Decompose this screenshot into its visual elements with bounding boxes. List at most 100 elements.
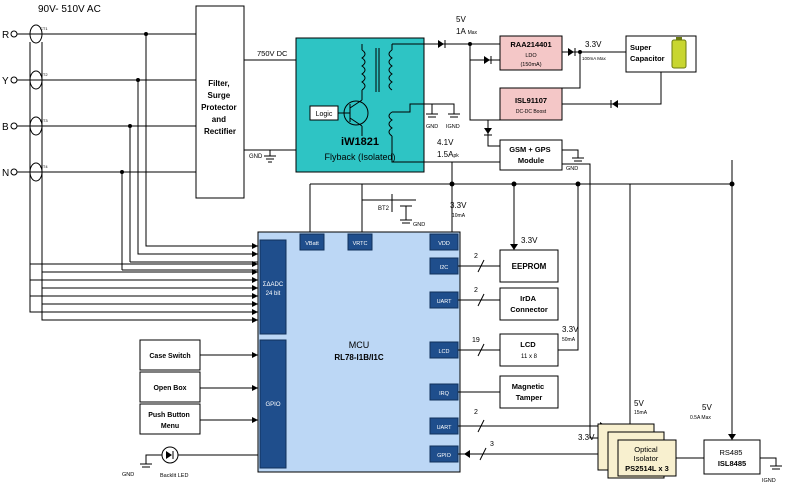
input-voltage-title: 90V- 510V AC: [38, 4, 101, 15]
push-button-box: [139, 403, 201, 435]
terminal-icon: [10, 30, 18, 38]
port-label: I2C: [440, 265, 449, 271]
ct-label: CT4: [40, 164, 48, 169]
phase-label-y: Y: [2, 76, 9, 87]
led-icon: [161, 446, 179, 464]
port-gpio-left: [259, 339, 287, 469]
diode-icon: [610, 100, 618, 108]
ct-label: CT3: [40, 118, 48, 123]
tamper-label: Magnetic Tamper: [512, 382, 547, 402]
lcd-box: [499, 333, 559, 367]
port-label: GPIO: [437, 453, 451, 459]
logic-label: Logic: [316, 111, 333, 118]
tamper-box: [499, 375, 559, 409]
output-5v-current: 1A Max: [456, 27, 478, 36]
port-label: LCD: [438, 349, 449, 355]
rs485-box: [703, 439, 761, 475]
boost-desc: DC-DC Boost: [516, 109, 547, 115]
gnd-label: GND: [413, 222, 425, 228]
gnd-label: GND: [426, 124, 438, 130]
eeprom-rail-voltage: 3.3V: [521, 236, 538, 245]
phase-b: B CT3: [2, 116, 196, 136]
phase-label-b: B: [2, 122, 9, 133]
ldo-current: (150mA): [520, 62, 541, 68]
ldo-box: [499, 35, 563, 71]
dc-bus-label: 750V DC: [257, 49, 288, 58]
port-label: UART: [437, 425, 453, 431]
phase-label-n: N: [2, 168, 9, 179]
mcu-block: MCU RL78-I1B/I1C VBatt VRTC VDD I2C UART…: [257, 231, 461, 473]
optical-isolator: Optical Isolator PS2514L x 3: [597, 423, 677, 479]
ct-label: CT2: [40, 72, 48, 77]
flyback-name: iW1821: [341, 136, 379, 148]
flyback-block: Logic iW1821 Flyback (Isolated): [295, 37, 440, 173]
junction-dot: [128, 124, 132, 128]
port-label: 24 bit: [266, 291, 281, 297]
rs485-rail-current: 0.5A Max: [690, 415, 711, 421]
port-label: GPIO: [265, 402, 280, 408]
flyback-desc: Flyback (Isolated): [324, 152, 395, 162]
eeprom-label: EEPROM: [512, 262, 547, 271]
junction-dot: [468, 42, 472, 46]
isolator-label: Optical Isolator PS2514L x 3: [625, 445, 669, 473]
bus-width-label: 19: [472, 337, 480, 344]
port-adc: [259, 239, 287, 335]
junction-dot: [120, 170, 124, 174]
ldo-name: RAA214401: [510, 40, 551, 49]
current-transformer-icon: [29, 24, 43, 44]
port-label: VRTC: [353, 241, 368, 247]
iso-rail-5v-voltage: 5V: [634, 399, 644, 408]
diode-icon: [438, 40, 446, 48]
boost-box: [499, 87, 563, 121]
rail-33v-voltage: 3.3V: [585, 40, 602, 49]
ct-label: CT1: [40, 26, 48, 31]
diode-icon: [484, 56, 492, 64]
filter-block: Filter, Surge Protector and Rectifier: [195, 5, 245, 199]
battery-label: BT2: [378, 206, 390, 212]
lcd-rail-voltage: 3.3V: [562, 325, 579, 334]
eeprom-box: [499, 249, 559, 283]
phase-y: Y CT2: [2, 70, 196, 90]
bus-width-label: 3: [490, 441, 494, 448]
iso-rail-33v: 3.3V: [578, 433, 595, 442]
rs485-rail-voltage: 5V: [702, 403, 712, 412]
ldo-type: LDO: [525, 53, 537, 59]
ground-symbol-icon: [264, 150, 276, 163]
igndlabel: IGND: [762, 478, 776, 484]
phase-inputs: R CT1 Y CT2 B CT3 N CT4: [2, 24, 258, 321]
transistor-icon: [338, 90, 369, 136]
mcu-part: RL78-I1B/I1C: [334, 353, 384, 362]
output-41v-voltage: 4.1V: [437, 138, 454, 147]
iso-rail-5v-current: 15mA: [634, 410, 648, 416]
gnd-label: GND: [566, 166, 578, 172]
port-label: VDD: [438, 241, 450, 247]
phase-n: N CT4: [2, 162, 196, 182]
output-41v-current: 1.5Apk: [437, 150, 459, 159]
terminal-icon: [10, 76, 18, 84]
junction-dot: [144, 32, 148, 36]
bus-width-label: 2: [474, 409, 478, 416]
open-box-label: Open Box: [153, 385, 186, 392]
port-label: ΣΔADC: [263, 282, 284, 288]
coin-battery-icon: [391, 194, 416, 224]
adc-input-arrows: [252, 243, 258, 323]
port-label: VBatt: [305, 241, 319, 247]
gsm-label: GSM + GPS Module: [509, 145, 553, 165]
port-vrtc: [347, 233, 373, 251]
diode-icon: [568, 48, 576, 56]
bus-width-label: 2: [474, 253, 478, 260]
bus-width-label: 2: [474, 287, 478, 294]
battery-icon: [671, 37, 687, 69]
vdd-rail-voltage: 3.3V: [450, 201, 467, 210]
irda-box: [499, 287, 559, 321]
open-box-box: [139, 371, 201, 403]
mcu-name: MCU: [349, 340, 370, 350]
case-switch-label: Case Switch: [149, 353, 190, 360]
output-5v-voltage: 5V: [456, 15, 466, 24]
lcd-label: LCD 11 x 8: [520, 340, 538, 360]
lcd-rail-current: 50mA: [562, 337, 576, 343]
phase-r: R CT1: [2, 24, 196, 44]
port-vdd: [429, 233, 459, 251]
port-label: UART: [437, 299, 453, 305]
